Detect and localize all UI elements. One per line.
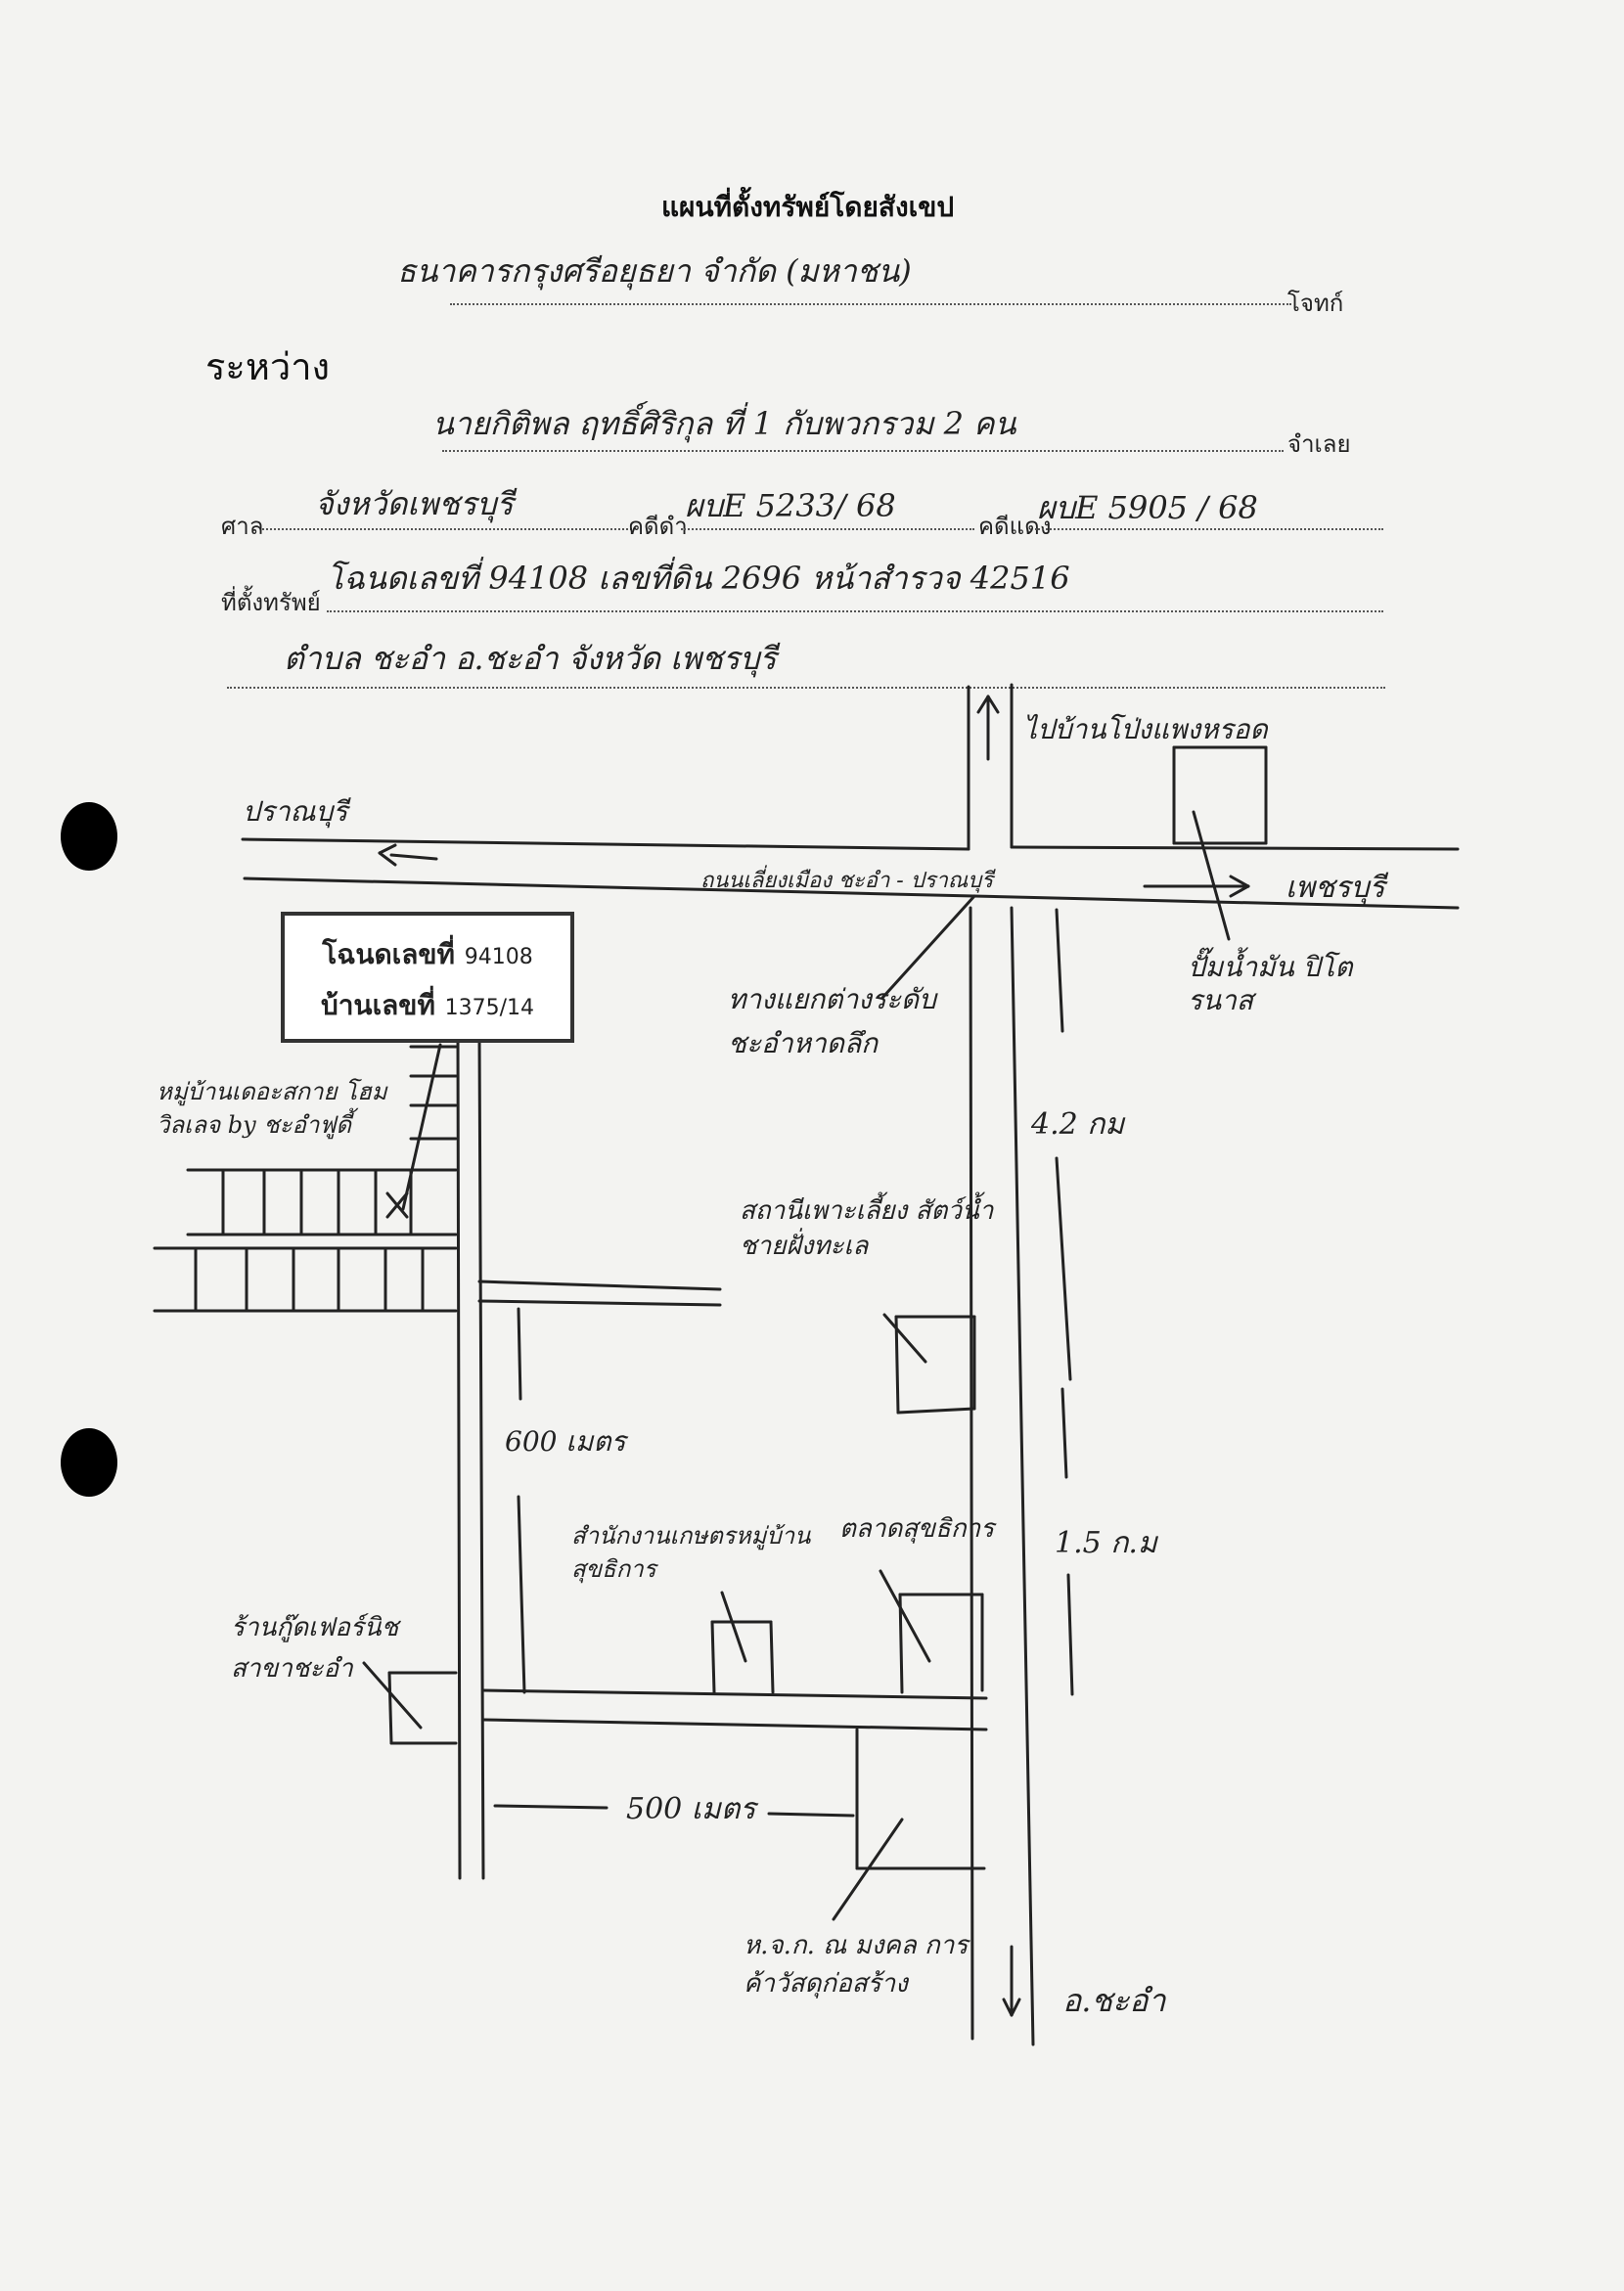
court-value: จังหวัดเพชรบุรี [315,485,514,522]
dimension-600-bottom [517,1495,526,1694]
gas-station-leader [1192,810,1231,941]
location-dotted-line-2 [227,687,1385,689]
phetchaburi-arrowhead-a [1229,875,1250,888]
label-distance-600: 600 เมตร [505,1425,626,1458]
construction-leader [832,1818,904,1921]
defendant-label: จำเลย [1287,430,1351,458]
north-arrowhead-a [976,695,990,714]
deed-box-arrow [401,1043,442,1211]
plaintiff-dotted-line [450,303,1291,305]
label-intersection: ทางแยกต่างระดับ ชะอำหาดลึก [728,983,936,1059]
label-distance-500: 500 เมตร [626,1792,756,1826]
north-arrowhead-b [986,695,1000,714]
label-to-pranburi: ปราณบุรี [243,795,348,828]
pond-box-left [894,1315,900,1415]
location-dotted-line-1 [327,610,1383,612]
house-number: 1375/14 [444,996,535,1020]
side-road-south-edge [477,1299,722,1307]
label-to-ban-chong: ไปบ้านโป่งแพงหรอด [1023,713,1268,745]
label-pond: สถานีเพาะเลี้ยง สัตว์น้ำชายฝั่งทะเล [740,1196,994,1262]
village-road-east-edge [477,1035,485,1880]
shop-leader [362,1661,423,1729]
cross-road-south-edge [481,1718,988,1731]
label-village: หมู่บ้านเดอะสกาย โฮมวิลเลจ by ชะอำฟูดี้ [157,1078,387,1139]
soi-road-west-edge [969,906,974,2041]
deed-number: 94108 [464,945,533,969]
main-road-south-edge [243,876,1460,910]
shop-box-left [387,1671,393,1745]
soi-road-east-edge [1010,906,1035,2046]
office-box-right [769,1620,775,1694]
black-case-value: ผบE 5233/ 68 [685,487,896,524]
house-label: บ้านเลขที่ [320,989,435,1021]
main-road-north-edge [241,837,970,851]
pranburi-arrow-shaft [389,853,438,861]
deed-label: โฉนดเลขที่ [322,938,455,970]
house-line: บ้านเลขที่ 1375/14 [285,984,570,1027]
punch-hole-bottom [61,1428,117,1497]
between-label: ระหว่าง [205,345,331,388]
page-title: แผนที่ตั้งทรัพย์โดยสังเขป [661,191,955,223]
plaintiff-label: โจทก์ [1287,290,1344,317]
label-to-phetchaburi: เพชรบุรี [1286,871,1385,905]
dimension-4-2-bottom [1055,1156,1072,1381]
dimension-500-left [493,1804,609,1810]
red-case-dotted-line [1035,528,1383,530]
office-leader [720,1591,747,1663]
property-x-mark-b [385,1191,409,1219]
red-case-value: ผบE 5905 / 68 [1037,489,1258,526]
deed-line: โฉนดเลขที่ 94108 [285,933,570,976]
cross-road-north-edge [481,1688,988,1700]
label-distance-1-5: 1.5 ก.ม [1055,1526,1157,1560]
black-case-label: คดีดำ [628,513,688,540]
dimension-4-2-top [1055,908,1064,1033]
pond-box-bottom [896,1407,976,1415]
market-leader [879,1569,931,1663]
plaintiff-name: ธนาคารกรุงศรีอยุธยา จำกัด (มหาชน) [397,252,912,290]
label-to-cha-am: อ.ชะอำ [1062,1982,1166,2019]
side-road-north-edge [477,1280,722,1291]
south-arrowhead-b [1010,1998,1021,2017]
label-main-road: ถนนเลี่ยงเมือง ชะอำ - ปราณบุรี [700,869,994,893]
village-road-west-edge [456,1035,462,1880]
label-sukhothai-office: สำนักงานเกษตรหมู่บ้าน สุขธิการ [571,1522,811,1583]
deed-callout-box: โฉนดเลขที่ 94108 บ้านเลขที่ 1375/14 [281,912,574,1043]
south-arrowhead-a [1002,1998,1014,2017]
pond-leader [882,1313,927,1364]
court-dotted-line [262,528,632,530]
dimension-1-5-bottom [1066,1573,1074,1696]
label-shop-branch: ร้านกู๊ดเฟอร์นิช สาขาชะอำ [231,1613,399,1684]
defendant-name: นายกิติพล ฤทธิ์ศิริกุล ที่ 1 กับพวกรวม 2… [432,405,1016,442]
black-case-dotted-line [681,528,974,530]
pranburi-arrowhead-a [378,843,397,855]
dimension-600-top [517,1307,522,1401]
location-line-2: ตำบล ชะอำ อ.ชะอำ จังหวัด เพชรบุรี [284,640,777,677]
market-box-left [898,1593,904,1694]
main-road-north-edge-east [1010,845,1460,851]
phetchaburi-arrowhead-b [1229,884,1250,898]
location-line-1: โฉนดเลขที่ 94108 เลขที่ดิน 2696 หน้าสำรว… [327,560,1070,597]
label-gas-station: ปั๊มน้ำมัน ปิโตรนาส [1188,951,1353,1016]
intersection-leader [880,894,976,1000]
defendant-dotted-line [442,450,1284,452]
label-distance-4-2: 4.2 กม [1031,1107,1125,1142]
dimension-1-5-top [1060,1387,1068,1479]
punch-hole-top [61,802,117,871]
label-construction: ห.จ.ก. ณ มงคล การค้าวัสดุก่อสร้าง [744,1931,969,1999]
location-label: ที่ตั้งทรัพย์ [221,589,321,616]
office-box-left [710,1620,716,1694]
red-case-label: คดีแดง [978,513,1052,540]
dimension-500-right [767,1812,855,1818]
label-sukhothai-market: ตลาดสุขธิการ [839,1514,995,1544]
court-label: ศาล [221,513,264,540]
pranburi-arrowhead-b [378,851,397,867]
